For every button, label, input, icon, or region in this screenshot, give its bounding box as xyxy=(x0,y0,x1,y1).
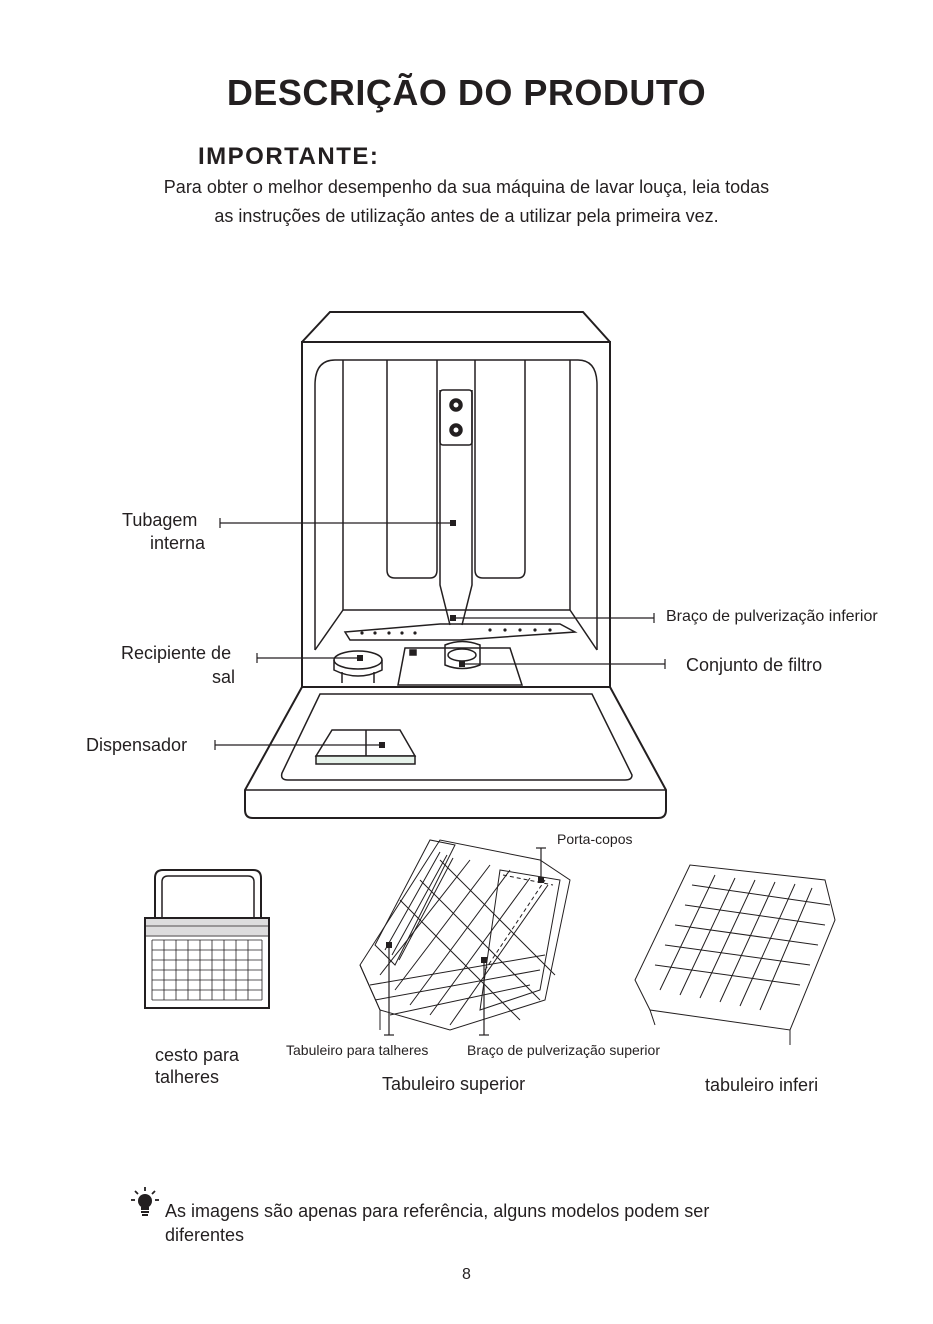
label-cutlery-basket-line2: talheres xyxy=(155,1067,220,1087)
page-title: DESCRIÇÃO DO PRODUTO xyxy=(226,72,707,113)
lightbulb-icon xyxy=(131,1187,159,1216)
label-salt-container-line2: sal xyxy=(212,667,236,687)
label-cutlery-basket-line1: cesto para xyxy=(155,1045,240,1065)
label-upper-spray-arm: Braço de pulverização superior xyxy=(467,1042,660,1058)
label-lower-spray-arm: Braço de pulverização inferior xyxy=(666,608,878,625)
reference-note: As imagens são apenas para referência, a… xyxy=(165,1199,709,1247)
label-dispenser: Dispensador xyxy=(86,735,188,755)
page-number: 8 xyxy=(462,1266,471,1283)
label-cup-shelf: Porta-copos xyxy=(557,831,633,847)
note-line-1: As imagens são apenas para referência, a… xyxy=(165,1201,710,1221)
label-lower-basket: tabuleiro inferi xyxy=(705,1075,819,1095)
label-salt-container-line1: Recipiente de xyxy=(121,643,232,663)
important-heading: IMPORTANTE: xyxy=(198,143,380,170)
label-upper-basket: Tabuleiro superior xyxy=(382,1074,526,1094)
note-line-2: diferentes xyxy=(165,1225,245,1245)
label-internal-pipe-line1: Tubagem xyxy=(122,510,198,530)
label-cutlery-rack: Tabuleiro para talheres xyxy=(286,1042,429,1058)
label-internal-pipe-line2: interna xyxy=(150,533,206,553)
intro-line-2: as instruções de utilização antes de a u… xyxy=(214,206,719,226)
label-filter-assembly: Conjunto de filtro xyxy=(686,655,823,675)
intro-line-1: Para obter o melhor desempenho da sua má… xyxy=(163,177,770,197)
